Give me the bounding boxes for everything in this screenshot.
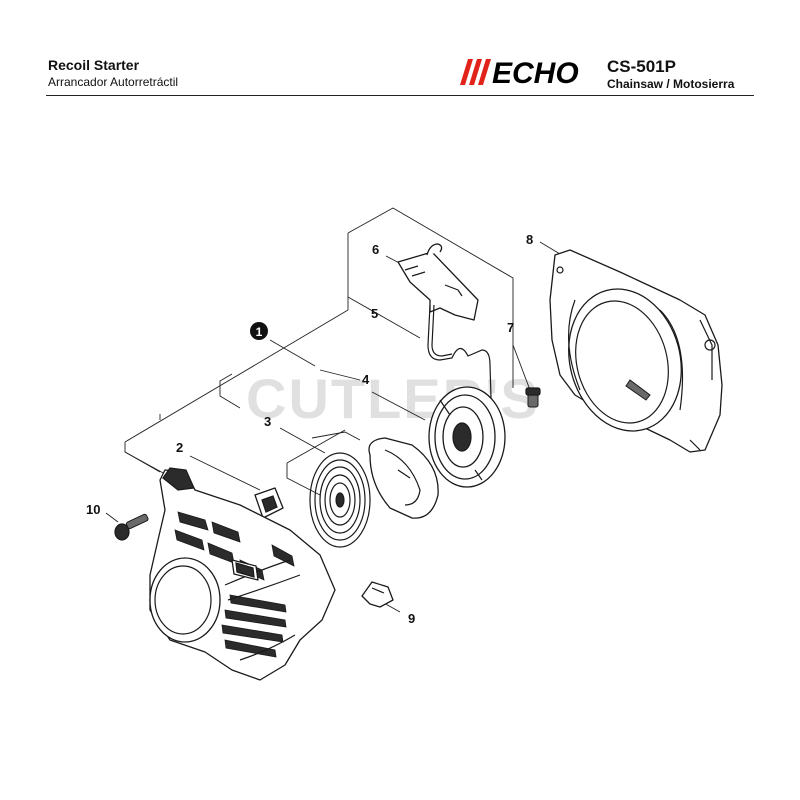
spring-case xyxy=(368,437,439,519)
callout-8: 8 xyxy=(526,232,533,247)
callout-7: 7 xyxy=(507,320,514,335)
fan-cover xyxy=(549,249,723,453)
callout-1-badge xyxy=(250,322,268,340)
page-title: Recoil Starter xyxy=(48,57,140,73)
header-divider xyxy=(46,95,754,96)
model-number: CS-501P xyxy=(607,57,676,76)
callout-4: 4 xyxy=(362,372,370,387)
recoil-spring xyxy=(309,452,371,548)
model-description: Chainsaw / Motosierra xyxy=(607,77,735,91)
rope-pulley xyxy=(428,386,506,488)
pulley-bolt xyxy=(525,387,541,408)
echo-logo: ECHO xyxy=(460,59,579,85)
starter-housing xyxy=(149,467,336,681)
rope-guide-grommet xyxy=(254,487,284,519)
callout-1: 1 xyxy=(256,325,263,339)
callouts: 1 2 3 4 5 6 7 8 9 10 xyxy=(86,232,533,626)
logo-wordmark: ECHO xyxy=(492,59,579,85)
starter-handle xyxy=(397,243,479,321)
starter-rope xyxy=(427,304,493,431)
callout-5: 5 xyxy=(371,306,378,321)
callout-3: 3 xyxy=(264,414,271,429)
page-header: Recoil Starter Arrancador Autorretráctil… xyxy=(0,0,800,100)
starter-clip xyxy=(361,581,394,608)
callout-10: 10 xyxy=(86,502,100,517)
callout-6: 6 xyxy=(372,242,379,257)
callout-2: 2 xyxy=(176,440,183,455)
callout-9: 9 xyxy=(408,611,415,626)
leader-lines xyxy=(105,207,561,613)
page-subtitle: Arrancador Autorretráctil xyxy=(48,75,179,89)
housing-bolt xyxy=(114,513,149,541)
